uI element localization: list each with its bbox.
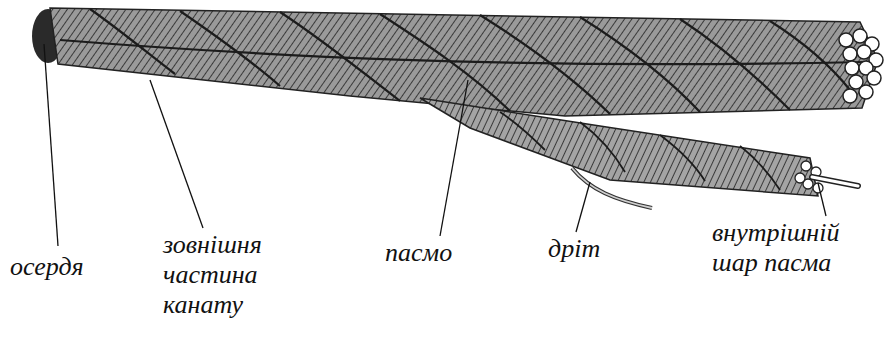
strand-lines [60,9,865,114]
leader-lines [44,44,826,246]
wire-label: дріт [548,234,628,264]
peeled-strand [420,98,818,196]
rope-end-wires [839,29,883,103]
peeled-strand-lines [500,112,780,190]
outer-part-label: зовнішня частина канату [163,230,283,320]
core-label: осердя [10,252,160,282]
strand-label: пасмо [385,238,495,268]
inner-layer-label: внутрішній шар пасма [712,218,842,278]
